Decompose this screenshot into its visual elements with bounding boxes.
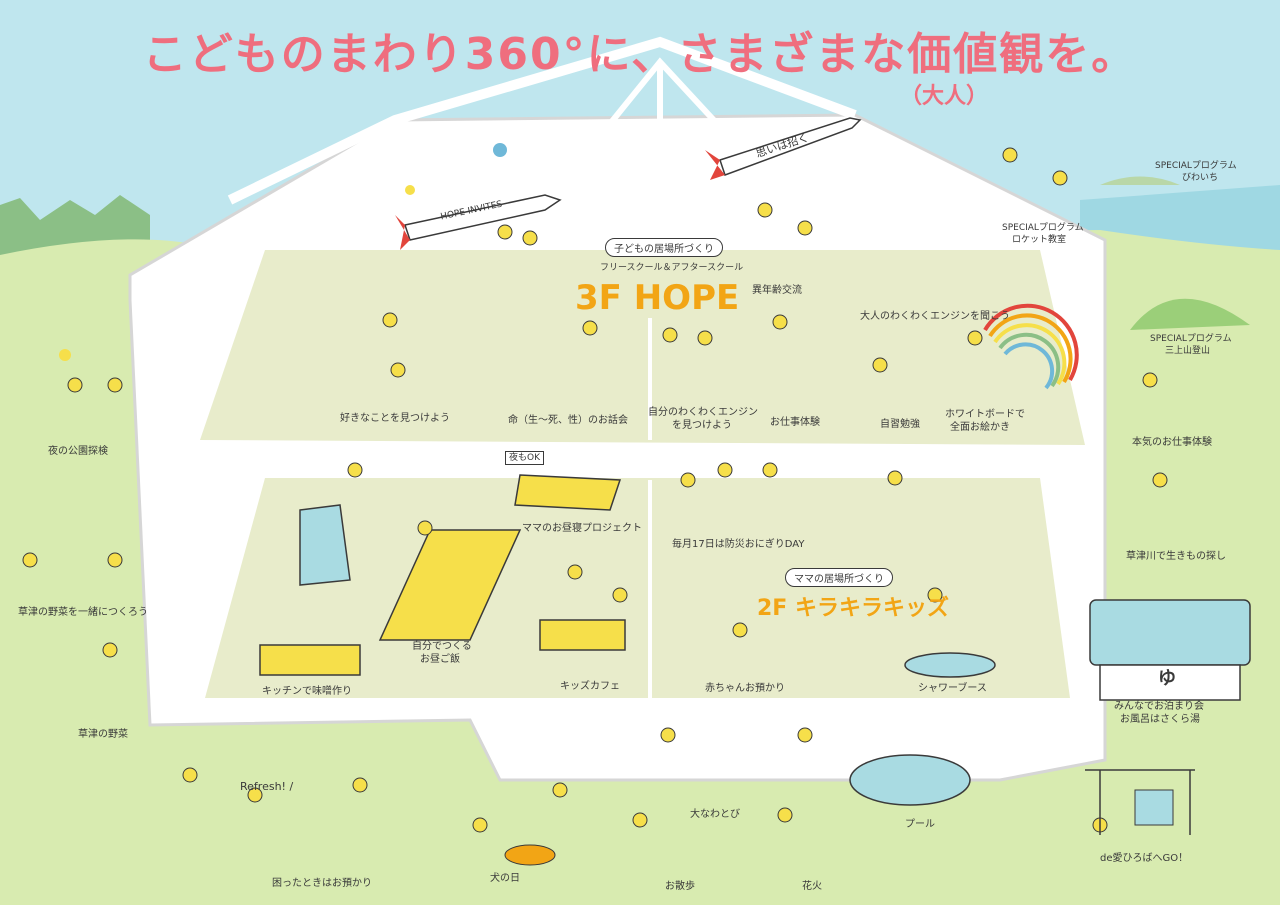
- floor-3f: [200, 250, 1085, 445]
- special-rocket-2: ロケット教室: [1012, 235, 1067, 245]
- shower-base: [904, 652, 996, 678]
- miso-table: [259, 644, 361, 676]
- label-whiteboard-2: 全面お絵かき: [950, 422, 1010, 433]
- label-oonawa: 大なわとび: [690, 809, 740, 820]
- label-shower: シャワーブース: [918, 683, 987, 694]
- label-inu: 犬の日: [490, 873, 520, 884]
- special-biwaichi-2: びわいち: [1182, 173, 1219, 183]
- special-rocket-1: SPECIALプログラム: [1002, 223, 1084, 233]
- label-jisyu: 自習勉強: [880, 419, 920, 430]
- floor-3f-tag: 子どもの居場所づくり: [605, 238, 723, 257]
- refresh-text: Refresh! /: [240, 780, 294, 793]
- label-akachan: 赤ちゃんお預かり: [705, 683, 785, 694]
- label-yoru-kouen: 夜の公園探検: [48, 446, 108, 457]
- label-otomari-2: お風呂はさくら湯: [1120, 714, 1200, 725]
- roof-line: [227, 36, 857, 205]
- label-jibun-engine-1: 自分のわくわくエンジン: [648, 407, 758, 418]
- label-jibun-engine-2: を見つけよう: [672, 420, 732, 431]
- people: [22, 147, 1168, 833]
- rocket-omoi: [705, 117, 862, 180]
- label-jibun-gohan-1: 自分でつくる: [412, 641, 472, 652]
- label-osanpo: お散歩: [665, 881, 695, 892]
- floor-3f-title: 3F HOPE: [575, 278, 740, 318]
- sakura-bath: [1089, 599, 1251, 666]
- page-subtitle: （大人）: [900, 84, 989, 109]
- label-kitchen-miso: キッチンで味噌作り: [262, 686, 352, 697]
- rainbow: [983, 303, 1079, 390]
- label-otomari-1: みんなでお泊まり会: [1114, 701, 1204, 712]
- kitchen-counter: [299, 504, 351, 586]
- label-engine-adult: 大人のわくわくエンジンを聞こう: [860, 311, 1010, 322]
- outdoor-pool: [849, 754, 971, 806]
- label-komattatoki: 困ったときはお預かり: [272, 878, 372, 889]
- floor-2f-title: 2F キラキラキッズ: [757, 596, 949, 621]
- special-biwaichi-1: SPECIALプログラム: [1155, 161, 1237, 171]
- label-pool: プール: [905, 819, 935, 830]
- label-yasai-issho: 草津の野菜を一緒につくろう: [18, 607, 148, 618]
- hanging-star: [405, 185, 415, 195]
- roof-truss: [517, 57, 823, 238]
- dog: [504, 844, 556, 866]
- sign-ok: 夜もOK: [505, 451, 544, 465]
- label-kids-cafe: キッズカフェ: [560, 681, 620, 692]
- floor-3f-sub: フリースクール＆アフタースクール: [600, 263, 744, 273]
- rocket-hope: [395, 194, 562, 250]
- label-honki-shigoto: 本気のお仕事体験: [1132, 437, 1212, 448]
- label-inochi: 命（生～死、性）のお話会: [508, 415, 628, 426]
- label-mama-hirune: ママのお昼寝プロジェクト: [522, 523, 642, 534]
- label-oshigoto: お仕事体験: [770, 417, 820, 428]
- special-mikami-1: SPECIALプログラム: [1150, 334, 1232, 344]
- hiroba-gate: [1085, 769, 1195, 835]
- kids-cafe-table: [539, 619, 626, 651]
- label-jibun-gohan-2: お昼ご飯: [420, 654, 460, 665]
- label-sukina: 好きなことを見つけよう: [340, 413, 450, 424]
- floor-2f-tag: ママの居場所づくり: [785, 568, 893, 587]
- label-hanabi: 花火: [802, 881, 822, 892]
- label-inennrei: 異年齢交流: [752, 285, 802, 296]
- mama-futon: [514, 474, 622, 511]
- moon: [59, 349, 71, 361]
- label-kusatsu-river: 草津川で生きもの探し: [1126, 551, 1226, 562]
- label-whiteboard-1: ホワイトボードで: [945, 409, 1025, 420]
- hill-mikami: [1130, 298, 1250, 330]
- page-title: こどものまわり360°に、さまざまな価値観を。: [142, 29, 1138, 80]
- ufo: [493, 143, 507, 157]
- island-right: [1100, 176, 1180, 185]
- label-bousai: 毎月17日は防災おにぎりDAY: [672, 539, 805, 550]
- label-kusatsu-yasai: 草津の野菜: [78, 729, 128, 740]
- bath-sign: ゆ: [1158, 668, 1176, 689]
- label-hiroba: de愛ひろばへGO！: [1100, 853, 1189, 864]
- long-table: [378, 529, 522, 641]
- special-mikami-2: 三上山登山: [1165, 346, 1211, 356]
